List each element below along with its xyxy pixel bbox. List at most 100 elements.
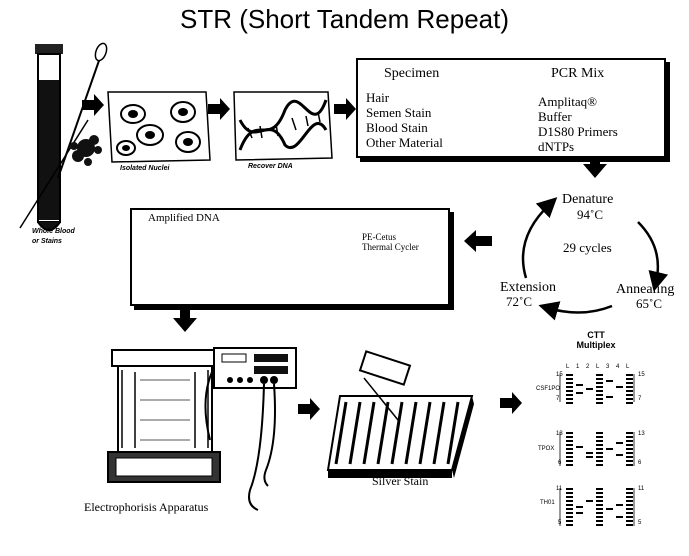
gel-band [566, 496, 573, 498]
gel-band [596, 378, 603, 380]
gel-band [596, 444, 603, 446]
gel-band [616, 516, 623, 518]
locus-name-csf1po: CSF1PO [536, 386, 561, 392]
locus-top-marker-right: 15 [638, 372, 645, 378]
blood-tube-illustration [19, 42, 108, 231]
locus-top-marker: 15 [556, 372, 563, 378]
gel-lane-label: 4 [616, 364, 620, 370]
gel-lane-label: 2 [586, 364, 590, 370]
gel-lane-label: 3 [606, 364, 610, 370]
gel-band [616, 386, 623, 388]
gel-band [596, 520, 603, 522]
annealing-temp: 65˚C [636, 296, 662, 311]
locus-bottom-marker-right: 7 [638, 396, 642, 402]
gel-band [586, 452, 593, 454]
gel-band [576, 446, 583, 448]
locus-bottom-marker-right: 5 [638, 520, 642, 526]
gel-band [626, 386, 633, 388]
gel-band [596, 496, 603, 498]
locus-top-marker: 11 [556, 486, 563, 492]
gel-lane-label: L [566, 364, 570, 370]
gel-band [596, 516, 603, 518]
silver-stain-illustration [326, 350, 474, 478]
gel-band [566, 456, 573, 458]
blood-label-2: or Stains [32, 238, 62, 245]
gel-band [626, 512, 633, 514]
gel-band [626, 374, 633, 376]
gel-band [626, 402, 633, 404]
pcr-mix-heading: PCR Mix [551, 66, 605, 81]
gel-band [576, 506, 583, 508]
gel-band [596, 440, 603, 442]
specimen-pcr-box [356, 58, 666, 158]
gel-band [566, 508, 573, 510]
specimen-item: Semen Stain [366, 105, 432, 120]
gel-band [566, 440, 573, 442]
gel-band [606, 396, 613, 398]
thermal-cycler-label-2: Thermal Cycler [362, 242, 419, 252]
gel-band [626, 448, 633, 450]
gel-band [566, 500, 573, 502]
gel-title-1: CTT [587, 330, 605, 340]
gel-band [566, 382, 573, 384]
gel-band [596, 382, 603, 384]
gel-lane-label: L [626, 364, 630, 370]
gel-band [596, 524, 603, 526]
specimen-item: Other Material [366, 135, 443, 150]
gel-band [566, 448, 573, 450]
gel-band [586, 456, 593, 458]
gel-band [626, 456, 633, 458]
gel-band [626, 516, 633, 518]
gel-band [626, 398, 633, 400]
gel-band [606, 380, 613, 382]
gel-band [596, 488, 603, 490]
gel-band [626, 492, 633, 494]
gel-title-2: Multiplex [576, 340, 616, 350]
gel-band [596, 464, 603, 466]
locus-bottom-marker-right: 6 [638, 460, 642, 466]
pcr-item: Amplitaq® [538, 94, 597, 109]
gel-band [566, 460, 573, 462]
amplified-dna-box [130, 208, 450, 306]
gel-band [566, 436, 573, 438]
gel-band [626, 444, 633, 446]
denature-temp: 94˚C [577, 207, 603, 222]
pcr-cycle-arrows [521, 197, 669, 321]
gel-band [596, 460, 603, 462]
gel-band [596, 492, 603, 494]
cycles-label: 29 cycles [563, 240, 612, 255]
gel-band [626, 504, 633, 506]
gel-band [626, 436, 633, 438]
gel-band [596, 394, 603, 396]
pcr-item: Buffer [538, 109, 572, 124]
specimen-item: Hair [366, 90, 390, 105]
gel-band [566, 398, 573, 400]
gel-image [559, 374, 635, 526]
recover-dna-illustration [233, 91, 333, 161]
gel-band [626, 378, 633, 380]
diagram-title: STR (Short Tandem Repeat) [180, 4, 509, 34]
electrophoresis-apparatus-illustration [107, 347, 297, 511]
pcr-mix-list: Amplitaq® Buffer D1S80 Primers dNTPs [538, 94, 618, 154]
gel-band [626, 390, 633, 392]
gel-lane-label: 1 [576, 364, 580, 370]
blood-label-1: Whole Blood [32, 228, 75, 235]
gel-band [586, 388, 593, 390]
amplified-dna-label: Amplified DNA [148, 212, 220, 224]
locus-top-marker-right: 13 [638, 431, 645, 437]
gel-band [566, 524, 573, 526]
gel-band [566, 444, 573, 446]
thermal-cycler-label-1: PE-Cetus [362, 232, 397, 242]
isolated-nuclei-label: Isolated Nuclei [120, 165, 170, 172]
denature-label: Denature [562, 192, 614, 207]
specimen-item: Blood Stain [366, 120, 428, 135]
gel-band [566, 516, 573, 518]
gel-band [626, 452, 633, 454]
gel-band [576, 384, 583, 386]
gel-band [596, 436, 603, 438]
gel-band [576, 392, 583, 394]
specimen-list: Hair Semen Stain Blood Stain Other Mater… [366, 90, 443, 150]
gel-band [626, 520, 633, 522]
gel-band [626, 394, 633, 396]
gel-band [626, 382, 633, 384]
